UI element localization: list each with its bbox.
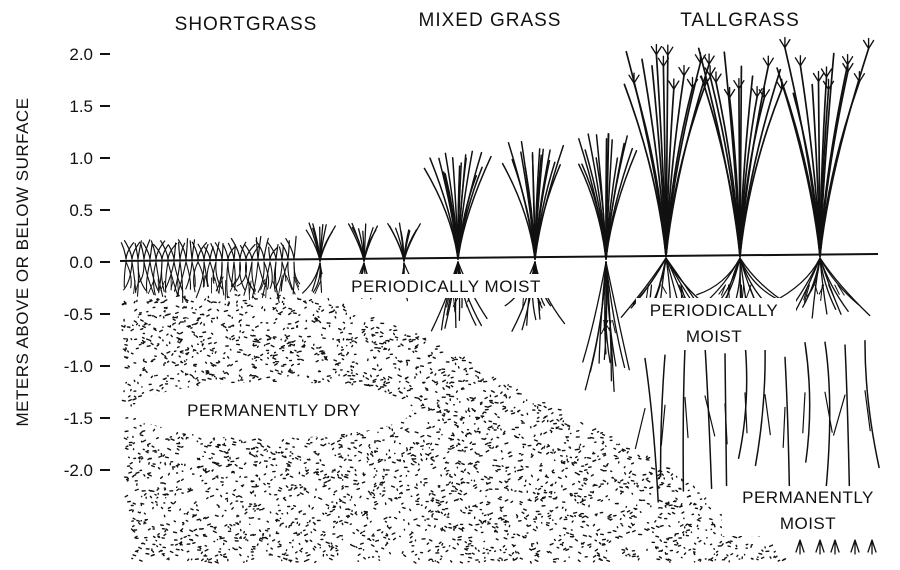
grass-stroke <box>280 247 283 259</box>
grass-stroke <box>780 38 790 48</box>
grass-stroke <box>740 70 780 256</box>
grass-stroke <box>765 395 770 435</box>
grass-stroke <box>153 262 156 295</box>
grass-stroke <box>864 39 874 49</box>
grass-stroke <box>150 244 152 259</box>
region-label-permanently: PERMANENTLY <box>742 488 874 507</box>
grass-stroke <box>210 247 213 259</box>
grass-stroke <box>662 285 667 293</box>
grass-stroke <box>151 241 156 259</box>
grass-stroke <box>814 72 824 82</box>
grass-stroke <box>141 244 144 259</box>
grass-stroke <box>795 56 805 66</box>
grass-stroke <box>276 245 278 259</box>
grass-stroke <box>679 66 689 76</box>
y-axis-title: METERS ABOVE OR BELOW SURFACE <box>13 97 32 426</box>
tick-label: 1.5 <box>69 97 93 116</box>
grass-stroke <box>785 357 790 500</box>
grass-stroke <box>763 56 773 66</box>
grass-stroke <box>868 540 876 554</box>
grass-stroke <box>711 72 721 82</box>
tick-label: -2.0 <box>64 461 93 480</box>
grass-stroke <box>204 276 205 287</box>
grass-stroke <box>796 540 804 554</box>
grass-stroke <box>831 540 839 554</box>
grass-stroke <box>629 73 639 83</box>
tick-label: 2.0 <box>69 45 93 64</box>
axis-tick-marks <box>100 54 110 470</box>
region-label-periodically-moist-mixed: PERIODICALLY MOIST <box>351 277 541 296</box>
tick-label: 0.0 <box>69 253 93 272</box>
tick-label: 0.5 <box>69 201 93 220</box>
grass-stroke <box>194 262 198 292</box>
grass-stroke <box>224 245 228 259</box>
grass-stroke <box>222 244 223 260</box>
region-label-permanently-dry: PERMANENTLY DRY <box>187 401 361 420</box>
grass-stroke <box>825 392 832 432</box>
grass-stroke <box>725 88 735 98</box>
grass-stroke <box>294 236 296 259</box>
grass-stroke <box>783 407 785 447</box>
grass-stroke <box>264 238 268 259</box>
tick-label: -0.5 <box>64 305 93 324</box>
grass-stroke <box>669 79 679 89</box>
grass-stroke <box>771 258 820 303</box>
grass-stroke <box>121 243 126 259</box>
grass-stroke <box>843 62 853 72</box>
zone-title-tallgrass: TALLGRASS <box>680 10 800 31</box>
region-label-moist-deep: MOIST <box>780 514 836 533</box>
grass-stroke <box>282 246 283 260</box>
grass-stroke <box>590 262 606 372</box>
grass-stroke <box>458 167 482 259</box>
zone-title-shortgrass: SHORTGRASS <box>175 14 318 35</box>
grass-stroke <box>650 285 651 297</box>
grass-stroke <box>651 45 661 55</box>
grass-stroke <box>252 262 258 298</box>
grass-stroke <box>156 241 165 259</box>
zone-title-mixed-grass: MIXED GRASS <box>419 10 562 31</box>
grass-stroke <box>635 409 645 449</box>
grass-stroke <box>845 345 850 504</box>
tick-label: -1.0 <box>64 357 93 376</box>
grass-stroke <box>246 245 255 259</box>
grass-stroke <box>232 262 234 285</box>
grass-stroke <box>816 540 824 554</box>
grass-stroke <box>583 262 606 362</box>
tick-label: 1.0 <box>69 149 93 168</box>
grass-stroke <box>683 347 685 491</box>
grass-stroke <box>803 393 805 433</box>
grass-stroke <box>805 343 810 462</box>
grass-stroke <box>124 262 126 287</box>
grass-stroke <box>834 395 845 435</box>
grass-stroke <box>734 79 744 89</box>
grass-stroke <box>186 239 188 259</box>
region-label-moist-tall: MOIST <box>686 327 742 346</box>
grass-stroke <box>234 262 235 290</box>
grass-stroke <box>756 345 766 466</box>
grass-stroke <box>270 262 272 288</box>
grass-stroke <box>851 540 859 554</box>
region-label-periodically-tall: PERIODICALLY <box>650 301 779 320</box>
grass-stroke <box>685 398 688 438</box>
tick-label: -1.5 <box>64 409 93 428</box>
grass-shoots <box>121 38 873 261</box>
grass-stroke <box>663 45 673 55</box>
